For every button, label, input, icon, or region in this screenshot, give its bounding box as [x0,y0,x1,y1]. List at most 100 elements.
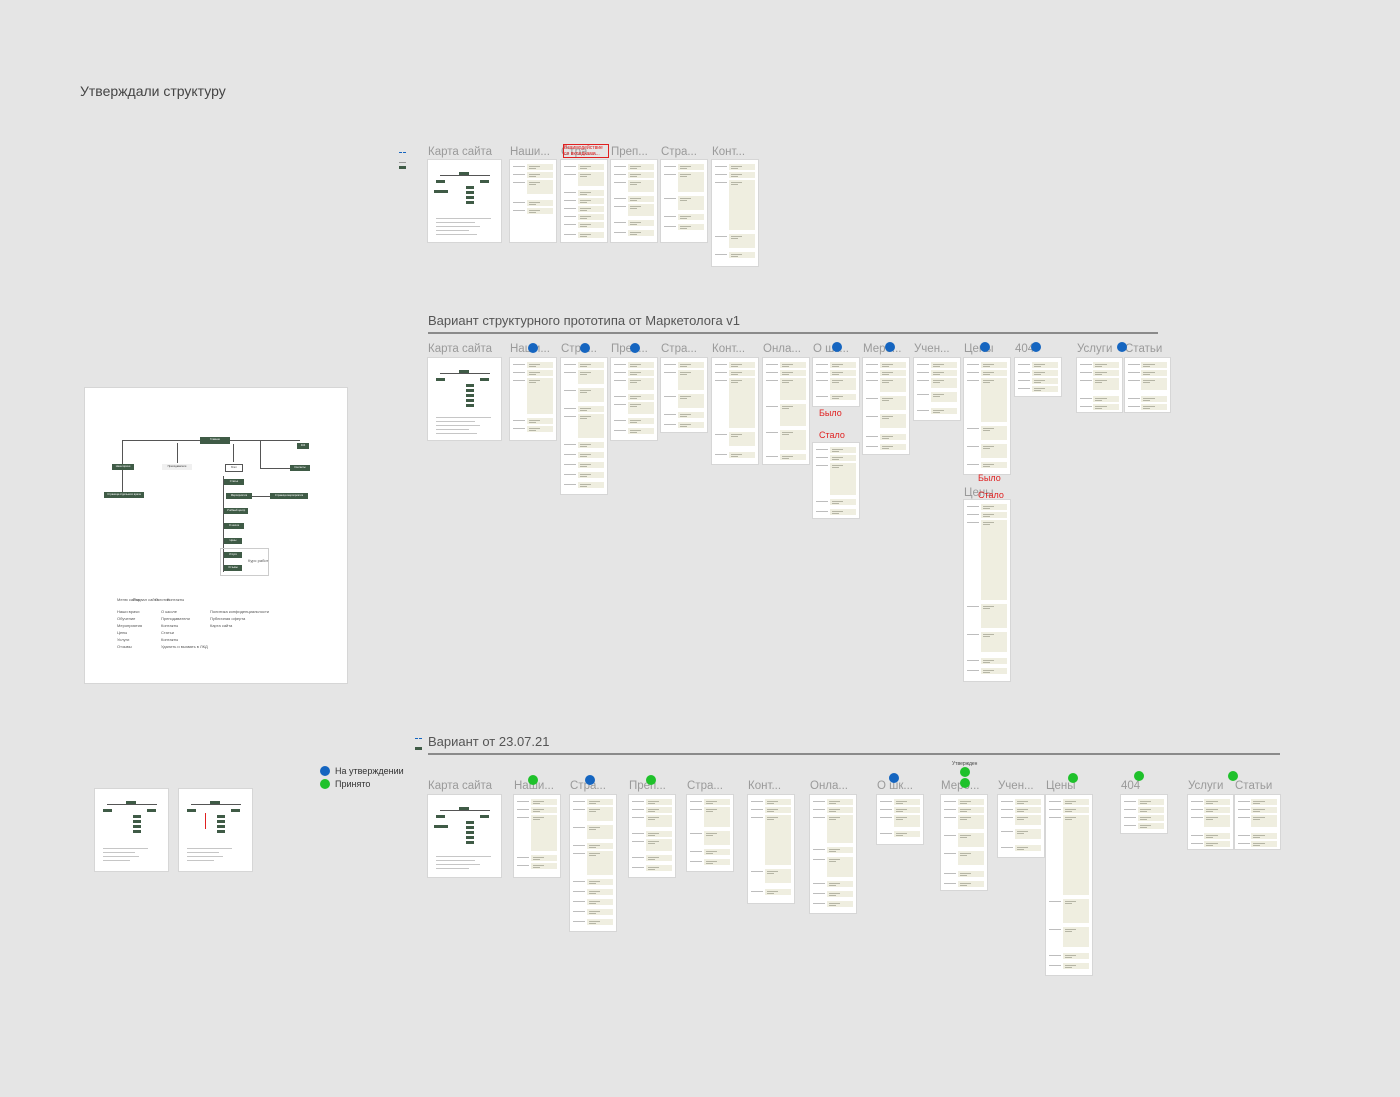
frame-label-sitemap[interactable]: Карта сайта [428,146,493,158]
frame-label-page2[interactable]: Стра... [661,343,697,355]
frame-label-articles[interactable]: Статьи [1125,343,1163,355]
frame-label-page2[interactable]: Стра... [687,780,723,792]
frame-label-doctors[interactable]: Наши... [514,780,554,792]
frame-doctors[interactable] [510,358,556,440]
frame-label-teachers[interactable]: Преп... [611,146,648,158]
frame-page2[interactable] [661,358,707,432]
frame-teachers[interactable] [629,795,675,877]
frame-teachers[interactable] [611,358,657,440]
legend-pending-dot [320,766,330,776]
footer-head: Контакты [167,597,185,602]
frame-label-study[interactable]: Учен... [998,780,1034,792]
frame-contacts[interactable] [712,358,758,464]
frame-online[interactable] [810,795,856,913]
frame-label-page2[interactable]: Стра... [661,146,697,158]
status-dot-pending [889,773,899,783]
frame-study[interactable] [914,358,960,420]
status-dot-accepted [646,775,656,785]
frame-label-prices[interactable]: Цены [1046,780,1076,792]
frame-label-sitemap[interactable]: Карта сайта [428,780,493,792]
frame-label-school[interactable]: О шк... [877,780,913,792]
node-contacts: Контакты [290,465,310,471]
frame-404[interactable] [1121,795,1167,833]
legend-pending-label: На утверждении [335,766,404,776]
footer-item: Политика конфиденциальности [210,609,270,614]
node-services: Услуги [224,552,242,558]
frame-services[interactable] [1077,358,1122,412]
frame-label-online[interactable]: Онла... [810,780,848,792]
large-sitemap[interactable]: Главная 404 Наши врачи Преподаватели Бло… [85,388,347,683]
frame-articles[interactable] [1235,795,1280,849]
footer-item: Преподаватели [161,616,190,621]
node-404: 404 [297,443,309,449]
frame-page2[interactable] [661,160,707,242]
frame-prices[interactable] [1046,795,1092,975]
frame-page[interactable] [570,795,616,931]
frame-404[interactable] [1015,358,1061,396]
footer-item: Карта сайта [210,623,233,628]
frame-teachers[interactable] [611,160,657,242]
frame-label-contacts[interactable]: Конт... [712,146,746,158]
was-label: Было [819,408,842,418]
group-box [220,548,269,576]
frame-prices-new[interactable] [964,500,1010,681]
frame-school-new[interactable] [813,443,859,518]
legend-accepted-label: Принято [335,779,371,789]
frame-label-page[interactable]: Стра... [570,780,606,792]
frame-label-teachers[interactable]: Преп... [629,780,666,792]
footer-item: Услуги [117,637,130,642]
red-marker [205,813,216,829]
footer-item: Мероприятия [117,623,143,628]
frame-label-404[interactable]: 404 [1121,780,1141,792]
frame-label-contacts[interactable]: Конт... [712,343,746,355]
status-dot-pending [528,343,538,353]
frame-page2[interactable] [687,795,733,871]
frame-school[interactable] [813,358,859,406]
section-title-variant: Вариант от 23.07.21 [428,734,550,749]
frame-label-services[interactable]: Услуги [1188,780,1224,792]
frame-online[interactable] [763,358,809,464]
sitemap-thumbnail-small-2[interactable] [179,789,252,871]
footer-head: Меню сайта [117,597,140,602]
footer-item: Цены [117,630,128,635]
frame-label-404[interactable]: 404 [1015,343,1035,355]
footer-item: Контакты [161,623,179,628]
frame-articles[interactable] [1125,358,1170,412]
frame-label-sitemap[interactable]: Карта сайта [428,343,493,355]
frame-page[interactable] [561,358,607,494]
frame-events[interactable] [863,358,909,454]
frame-prices[interactable] [964,358,1010,474]
frame-contacts[interactable] [712,160,758,266]
frame-label-study[interactable]: Учен... [914,343,950,355]
status-dot-accepted [528,775,538,785]
frame-icon[interactable] [399,152,409,172]
footer-head: Подвал сайта [133,597,159,602]
frame-study[interactable] [998,795,1044,857]
sitemap-thumbnail[interactable] [428,795,501,877]
frame-doctors[interactable] [514,795,560,877]
section-title-marketer: Вариант структурного прототипа от Маркет… [428,313,741,328]
sitemap-thumbnail[interactable] [428,160,501,242]
footer-item: Наши врачи [117,609,140,614]
dot-caption: Утвержден [952,761,978,767]
node-articles: Статьи [224,479,244,485]
status-dot-pending [585,775,595,785]
frame-label-articles[interactable]: Статьи [1235,780,1273,792]
frame-label-doctors[interactable]: Наши... [510,146,550,158]
frame-label-prices-new[interactable]: Цены [964,487,994,499]
frame-icon[interactable] [415,738,425,754]
frame-label-page[interactable]: Стра... [561,146,597,158]
footer-item: Обучение [117,616,136,621]
frame-contacts[interactable] [748,795,794,903]
frame-label-services[interactable]: Услуги [1077,343,1113,355]
became-label: Стало [978,490,1004,500]
frame-label-contacts[interactable]: Конт... [748,780,782,792]
sitemap-thumbnail-small[interactable] [95,789,168,871]
frame-events[interactable] [941,795,987,890]
frame-services[interactable] [1188,795,1233,849]
frame-doctors[interactable] [510,160,556,242]
frame-school[interactable] [877,795,923,844]
frame-label-online[interactable]: Онла... [763,343,801,355]
sitemap-thumbnail[interactable] [428,358,501,440]
frame-page[interactable] [561,160,607,242]
